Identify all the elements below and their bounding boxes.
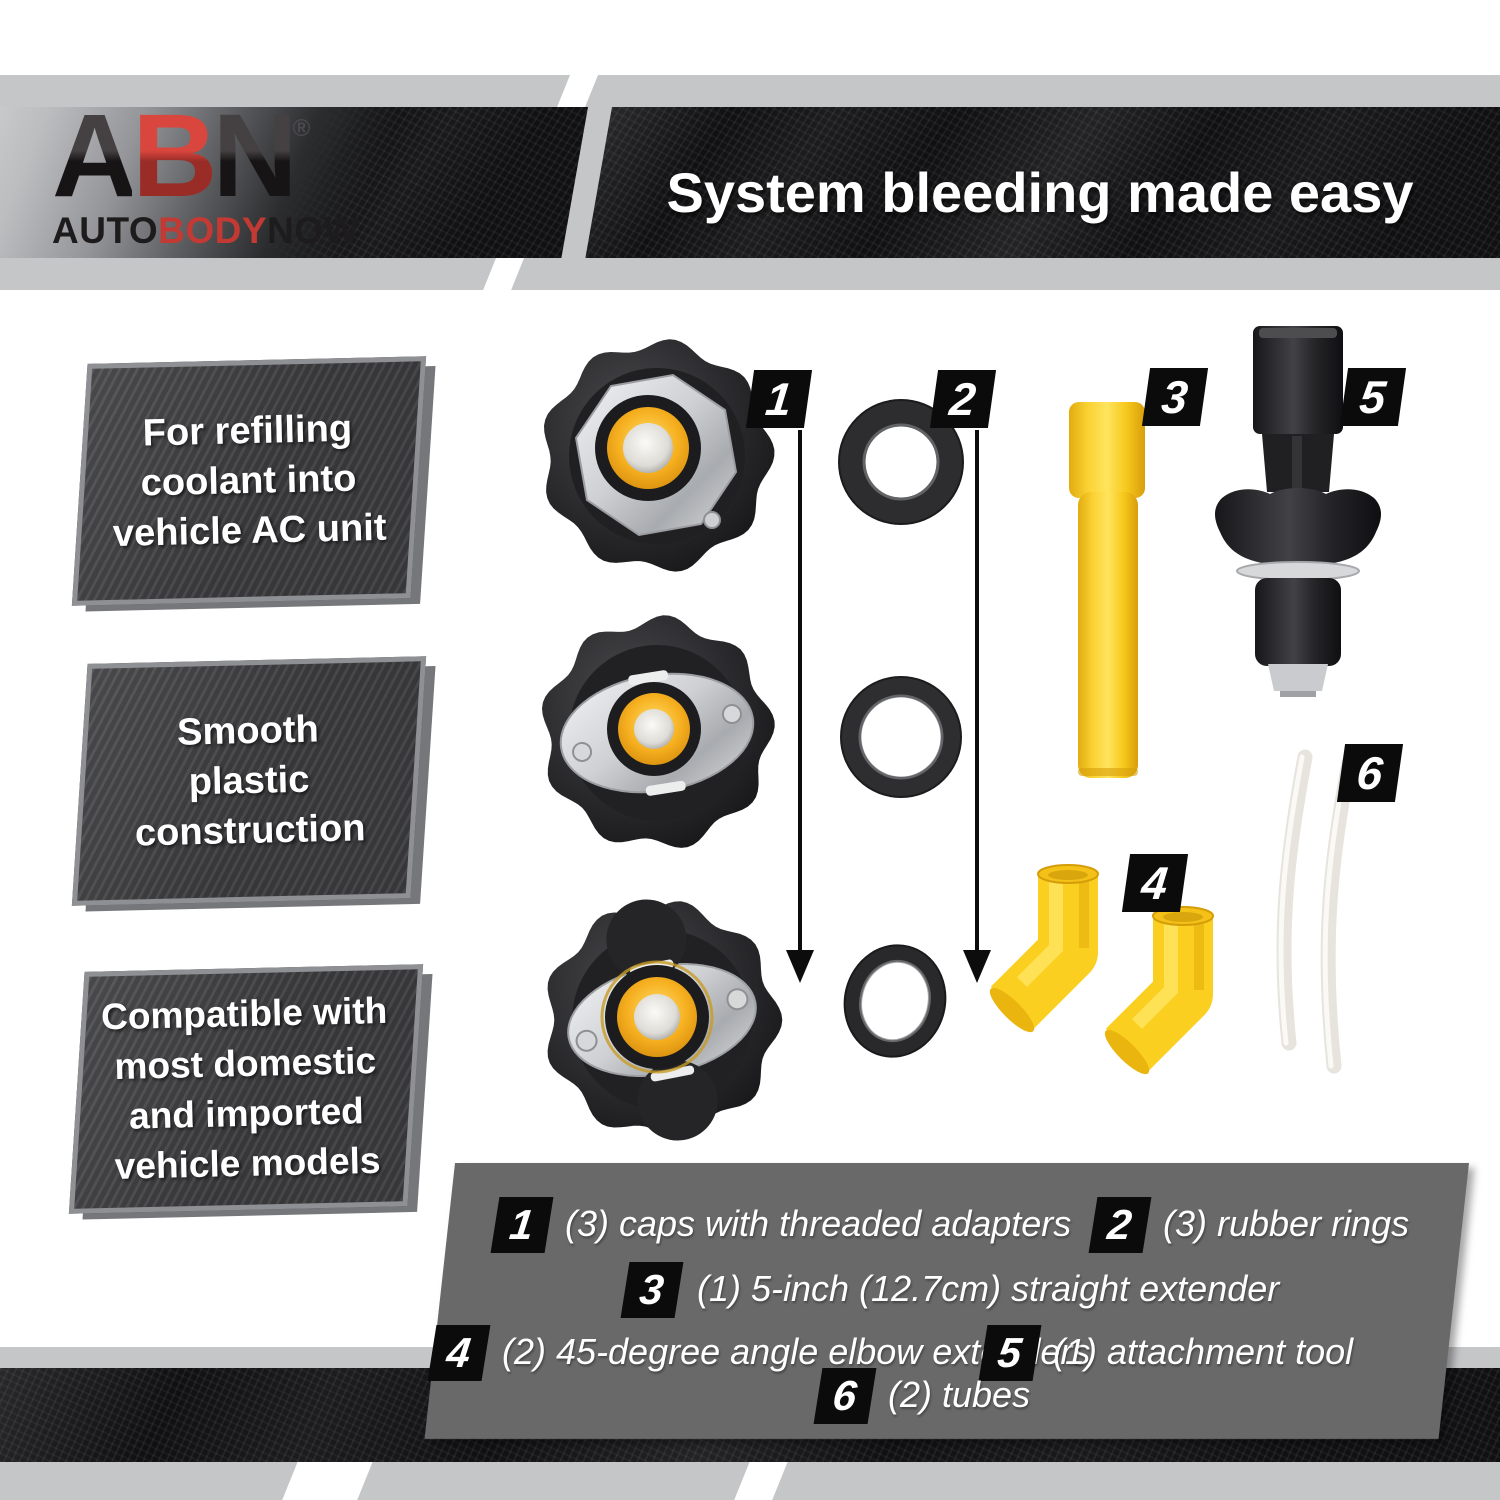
legend-item-tool: (1) attachment tool: [1053, 1331, 1354, 1372]
rubber-ring-middle: [840, 676, 962, 798]
abn-logo-wordmark: AUTOBODYNOW: [52, 212, 359, 249]
callout-2-rings: 2: [929, 370, 997, 428]
elbow-extender-left: [989, 864, 1099, 1033]
registered-mark: ®: [292, 115, 311, 142]
logo-word-body: BODY: [158, 209, 268, 251]
logo-letter-b: B: [132, 90, 217, 222]
legend-item-caps: (3) caps with threaded adapters: [565, 1203, 1072, 1244]
logo-letter-a: A: [52, 90, 137, 222]
legend-badge-4: 4: [427, 1325, 491, 1381]
rubber-ring-bottom: [843, 944, 947, 1058]
logo-word-auto: AUTO: [52, 209, 159, 251]
legend-item-tubes: (2) tubes: [888, 1374, 1031, 1415]
callout-5-tool: 5: [1339, 368, 1407, 426]
attachment-tool: [1215, 326, 1381, 697]
product-photos: [542, 326, 1381, 1141]
abn-logo: ABN® AUTOBODYNOW: [52, 97, 359, 249]
cap-with-adapter-middle: [542, 615, 775, 848]
elbow-extender-right: [1104, 906, 1214, 1075]
straight-extender: [1069, 402, 1145, 778]
legend-badge-2: 2: [1088, 1197, 1152, 1253]
cap-with-adapter-bottom: [547, 899, 783, 1141]
logo-letter-n: N: [212, 90, 297, 222]
rubber-ring-top: [838, 399, 964, 525]
arrow-caps: [786, 430, 814, 983]
legend-badge-3: 3: [620, 1262, 684, 1318]
tube-left: [1276, 749, 1313, 1051]
cap-with-adapter-top: [544, 339, 775, 572]
callout-1-caps: 1: [745, 370, 813, 428]
legend-item-rings: (3) rubber rings: [1163, 1203, 1410, 1244]
abn-logo-letters: ABN®: [52, 97, 359, 215]
tube-right: [1320, 755, 1357, 1074]
arrow-rings: [963, 430, 991, 983]
logo-word-now: NOW: [267, 209, 359, 251]
legend-badge-6: 6: [813, 1368, 877, 1424]
callout-3-extender: 3: [1141, 368, 1209, 426]
legend-badge-5: 5: [978, 1325, 1042, 1381]
parts-legend: 1 (3) caps with threaded adapters 2 (3) …: [424, 1163, 1473, 1439]
legend-badge-1: 1: [490, 1197, 554, 1253]
legend-item-extender: (1) 5-inch (12.7cm) straight extender: [697, 1268, 1280, 1309]
callout-4-elbows: 4: [1121, 854, 1189, 912]
callout-6-tubes: 6: [1336, 744, 1404, 802]
page-title: System bleeding made easy: [666, 161, 1414, 224]
